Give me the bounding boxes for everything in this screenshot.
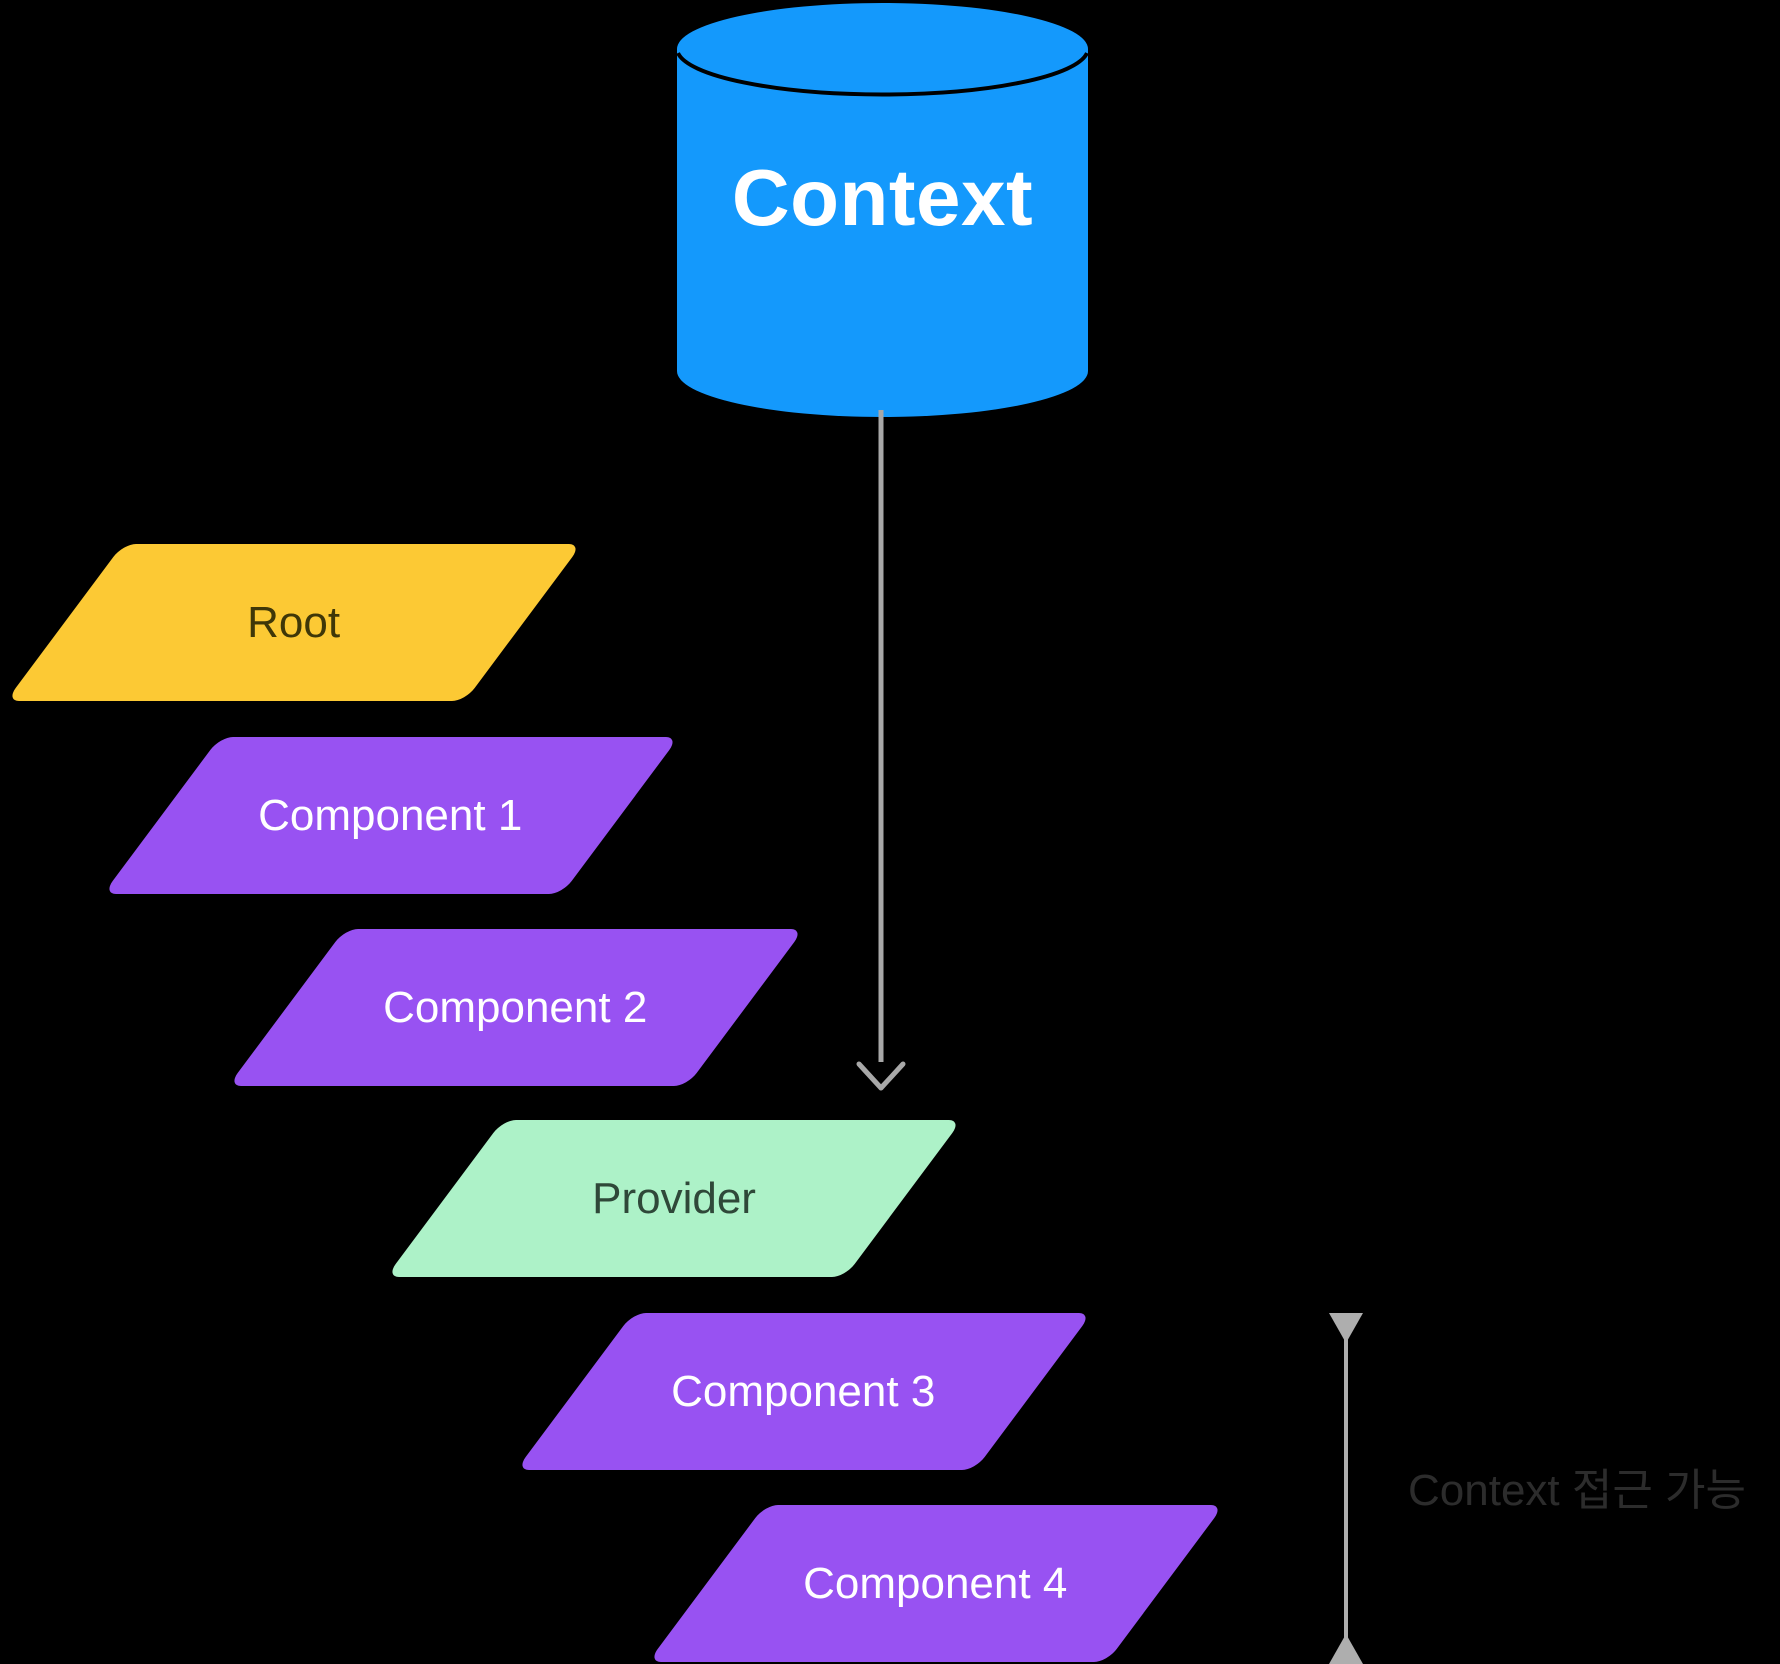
scope-caption: Context 접근 가능 bbox=[1408, 1460, 1780, 1515]
scope-range-line-icon bbox=[1329, 1313, 1363, 1664]
layer-component-2: Component 2 bbox=[227, 929, 804, 1086]
layer-component-4-label: Component 4 bbox=[803, 1558, 1069, 1608]
layer-component-1-label: Component 1 bbox=[258, 790, 524, 840]
layer-root: Root bbox=[5, 544, 582, 701]
layer-component-1: Component 1 bbox=[102, 737, 679, 894]
database-cylinder-icon bbox=[677, 3, 1088, 417]
scope-caption-text: Context 접근 가능 bbox=[1408, 1466, 1747, 1515]
layer-root-label: Root bbox=[247, 597, 341, 647]
layer-component-3: Component 3 bbox=[515, 1313, 1092, 1470]
context-store-label-text: Context bbox=[731, 153, 1034, 242]
layer-provider: Provider bbox=[385, 1120, 962, 1277]
layer-component-2-label: Component 2 bbox=[383, 982, 649, 1032]
layer-component-4: Component 4 bbox=[647, 1505, 1224, 1662]
layer-provider-label: Provider bbox=[592, 1173, 756, 1223]
context-to-provider-arrow-icon bbox=[856, 410, 906, 1091]
context-store-label: Context bbox=[677, 3, 1088, 393]
layer-component-3-label: Component 3 bbox=[671, 1366, 937, 1416]
